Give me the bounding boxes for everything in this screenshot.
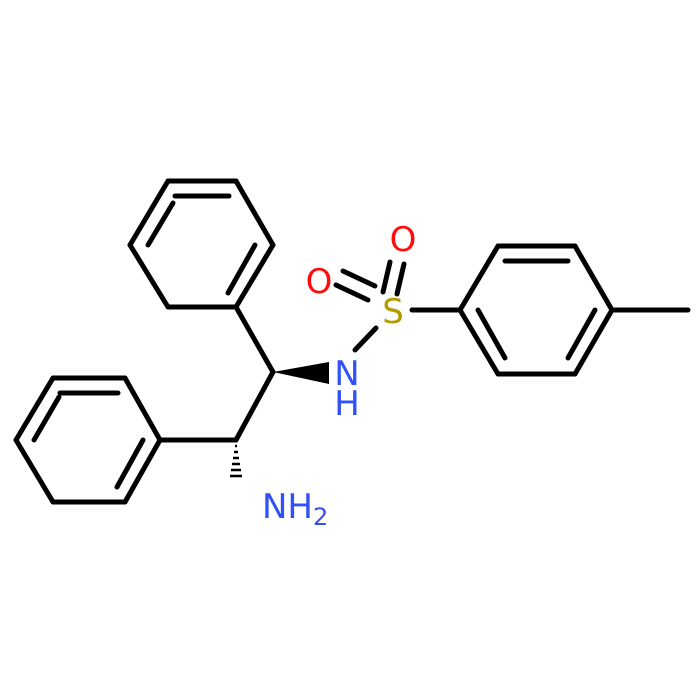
bond — [572, 307, 615, 377]
wedge-bond — [273, 362, 329, 384]
bond — [122, 437, 163, 505]
s-o-left-double-bond — [333, 268, 378, 303]
bond — [127, 178, 171, 248]
sulfur-label: S — [382, 292, 404, 332]
upper-phenyl-ring — [127, 178, 276, 310]
amine-subscript: 2 — [313, 503, 328, 531]
bond — [122, 375, 163, 443]
inner-double-bond — [475, 307, 508, 361]
inner-double-bond — [145, 200, 176, 248]
bond — [13, 437, 56, 505]
bond — [572, 243, 615, 313]
tolyl-ring — [457, 243, 615, 377]
bond — [127, 242, 171, 310]
bond — [233, 178, 276, 248]
amine-nh-text: NH — [262, 487, 313, 527]
upper-ring-to-chiral-carbon-bond — [233, 304, 276, 375]
bond — [13, 375, 56, 443]
bond — [233, 242, 276, 310]
s-o-top-double-bond — [380, 259, 407, 297]
amine-label: NH2 — [262, 487, 328, 531]
inner-double-bond — [114, 437, 146, 490]
bond — [457, 243, 501, 313]
oxygen-top-label: O — [390, 220, 417, 260]
lower-phenyl-ring — [13, 375, 163, 505]
oxygen-left-label: O — [306, 262, 333, 302]
nitrogen-label: N — [334, 354, 359, 394]
inner-double-bond — [565, 307, 598, 361]
hashed-wedge-bond — [230, 444, 242, 478]
bond — [457, 307, 501, 377]
n-s-bond — [352, 325, 379, 353]
inner-double-bond — [225, 242, 258, 296]
chiral-carbon-bond — [233, 369, 276, 443]
nitrogen-hydrogen-label: H — [334, 384, 360, 424]
inner-double-bond — [31, 394, 62, 443]
